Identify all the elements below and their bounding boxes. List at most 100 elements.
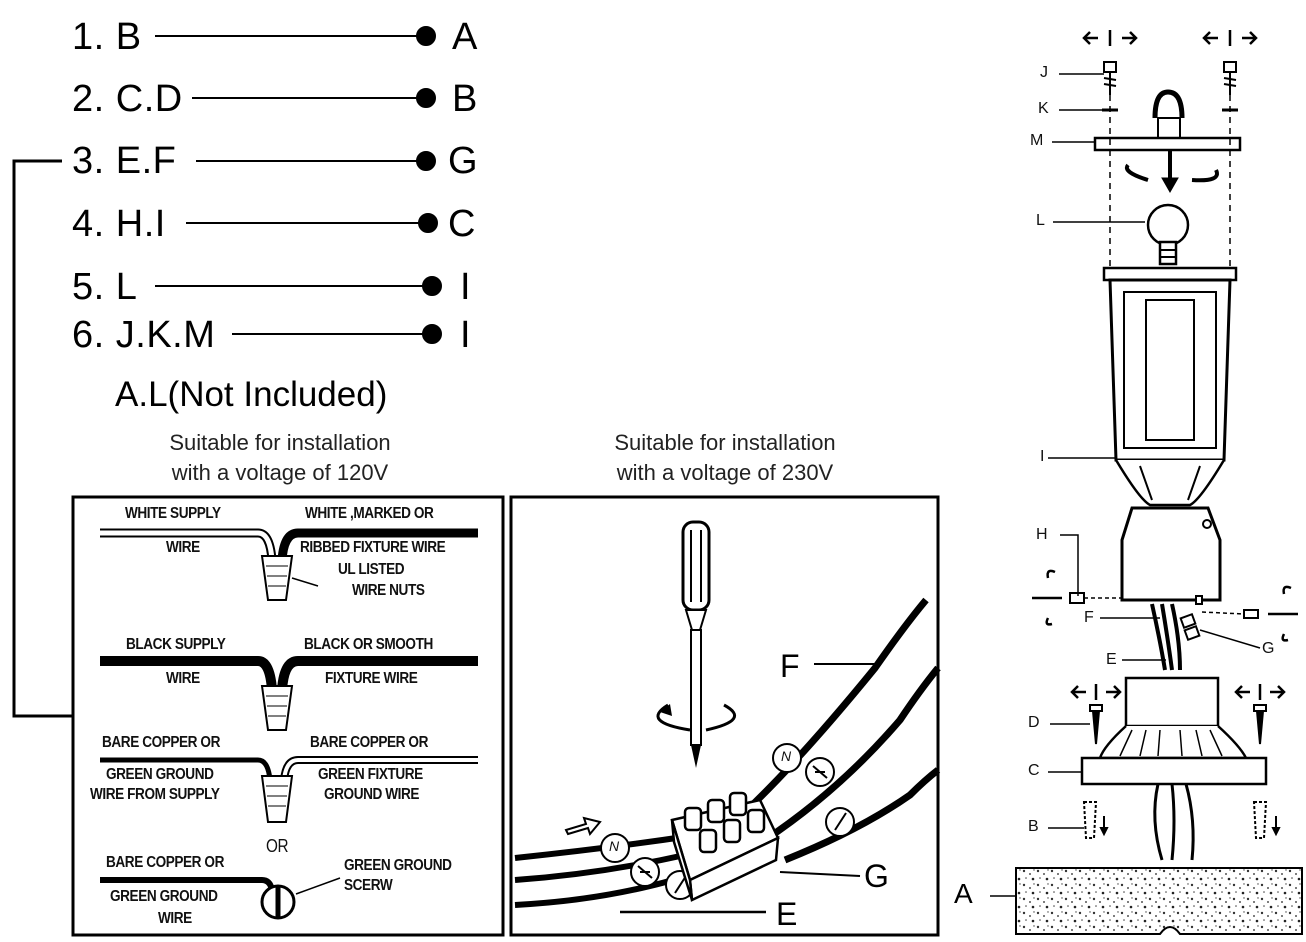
- white-supply-label: WHITE SUPPLY: [125, 505, 221, 522]
- step-2: 2. C.D: [72, 80, 183, 118]
- screw-j-icon: [1103, 61, 1237, 95]
- insert-arrow-icon: [564, 816, 602, 837]
- screwdriver-icon: [656, 520, 737, 768]
- black-wire-connection: [100, 656, 478, 731]
- white-wire-connection: [100, 528, 478, 601]
- wire-nut-icon: [260, 555, 294, 601]
- neutral-mark-label: N: [609, 838, 620, 854]
- step-connectors: [155, 26, 442, 344]
- step-number: 5.: [72, 266, 105, 308]
- step-6-dest: I: [460, 314, 471, 356]
- neutral-terminal-icon: [772, 743, 802, 773]
- exploded-view: [990, 30, 1303, 935]
- wires-230v: [514, 597, 941, 908]
- hook-icon: [1152, 89, 1185, 119]
- caption-line: with a voltage of 230V: [616, 460, 834, 485]
- rotate-arrows-icon: [1032, 569, 1298, 642]
- part-h-label: H: [1036, 526, 1048, 543]
- wire-nut-icon: [260, 685, 294, 731]
- wire-from-supply-label: WIRE FROM SUPPLY: [90, 786, 220, 803]
- ground-screw-connection: [100, 877, 341, 920]
- rotate-arrows-icon: [1082, 30, 1258, 46]
- step-parts: L: [115, 266, 138, 308]
- step3-bracket: [12, 159, 73, 718]
- connector-dot: [418, 213, 438, 233]
- ground-wire-connection: [100, 756, 478, 823]
- caption-line: Suitable for installation: [614, 430, 836, 455]
- wire-nut-icon: [260, 775, 294, 823]
- step-parts: B: [115, 16, 142, 58]
- screw-d-icon: [1089, 704, 1267, 745]
- bare-copper-c-label: BARE COPPER OR: [106, 854, 224, 871]
- set-screw-icon: [1069, 592, 1085, 604]
- lantern-body: [1108, 278, 1232, 462]
- mounting-box: [1124, 676, 1220, 728]
- white-supply-label-2: WIRE: [166, 539, 200, 556]
- ul-listed-label: UL LISTED: [338, 561, 405, 578]
- step-5-dest: I: [460, 266, 471, 308]
- black-supply-label-2: WIRE: [166, 670, 200, 687]
- part-l-label: L: [1036, 212, 1045, 229]
- step-number: 2.: [72, 78, 105, 120]
- terminal-g-label: G: [864, 858, 889, 894]
- caption-120v: Suitable for installation with a voltage…: [110, 428, 450, 488]
- or-label: OR: [266, 836, 289, 856]
- wire-nuts-label: WIRE NUTS: [352, 582, 425, 599]
- part-c-label: C: [1028, 762, 1040, 779]
- white-fixture-label-2: RIBBED FIXTURE WIRE: [300, 539, 446, 556]
- step-number: 4.: [72, 203, 105, 245]
- part-g-label: G: [1262, 640, 1275, 657]
- step-3: 3. E.F: [72, 142, 176, 180]
- step-1-dest: A: [452, 16, 478, 58]
- connector-dot: [416, 26, 436, 46]
- part-j-label: J: [1040, 64, 1048, 81]
- bulb-icon: [1146, 203, 1190, 247]
- caption-line: Suitable for installation: [169, 430, 391, 455]
- wire-c-label: WIRE: [158, 910, 192, 927]
- bare-copper-b-label: BARE COPPER OR: [310, 734, 428, 751]
- step-4: 4. H.I: [72, 205, 166, 243]
- base-plate: [1080, 756, 1268, 786]
- terminal-block-icon: [670, 791, 780, 902]
- part-d-label: D: [1028, 714, 1040, 731]
- not-included-note: A.L(Not Included): [115, 375, 388, 414]
- part-e-label: E: [1106, 651, 1117, 668]
- part-k-label: K: [1038, 100, 1049, 117]
- part-f-label: F: [1084, 609, 1094, 626]
- part-i-label: I: [1040, 448, 1045, 465]
- black-supply-label: BLACK SUPPLY: [126, 636, 226, 653]
- green-ground-a-label: GREEN GROUND: [106, 766, 214, 783]
- step-4-dest: C: [448, 203, 476, 245]
- anchor-bolt-icon: [1082, 801, 1281, 839]
- post-adapter: [1120, 506, 1222, 602]
- connector-dot: [416, 88, 436, 108]
- bare-copper-a-label: BARE COPPER OR: [102, 734, 220, 751]
- step-parts: E.F: [115, 140, 177, 182]
- rotate-arrows-icon: [1070, 684, 1286, 700]
- step-1: 1. B: [72, 18, 142, 56]
- black-fixture-label: BLACK OR SMOOTH: [304, 636, 433, 653]
- wiring-box-230v: [509, 495, 940, 937]
- step-number: 1.: [72, 16, 105, 58]
- part-a-label: A: [954, 878, 973, 909]
- part-m-label: M: [1030, 132, 1044, 149]
- black-fixture-label-2: FIXTURE WIRE: [325, 670, 418, 687]
- wire-e-label: E: [776, 896, 798, 932]
- screw-label: SCERW: [344, 877, 393, 894]
- connector-dot: [422, 324, 442, 344]
- caption-line: with a voltage of 120V: [171, 460, 389, 485]
- step-number: 3.: [72, 140, 105, 182]
- ground-wire-label: GROUND WIRE: [324, 786, 420, 803]
- neutral-terminal-icon: [600, 833, 630, 863]
- connector-dot: [422, 276, 442, 296]
- step-3-dest: G: [448, 140, 478, 182]
- wire-f-label: F: [780, 648, 800, 684]
- top-cap: [1093, 136, 1242, 152]
- wiring-box-120v: [71, 495, 505, 937]
- step-parts: J.K.M: [115, 314, 216, 356]
- connector-dot: [416, 151, 436, 171]
- step-6: 6. J.K.M: [72, 316, 215, 354]
- neutral-mark-label: N: [781, 748, 792, 764]
- step-parts: C.D: [115, 78, 183, 120]
